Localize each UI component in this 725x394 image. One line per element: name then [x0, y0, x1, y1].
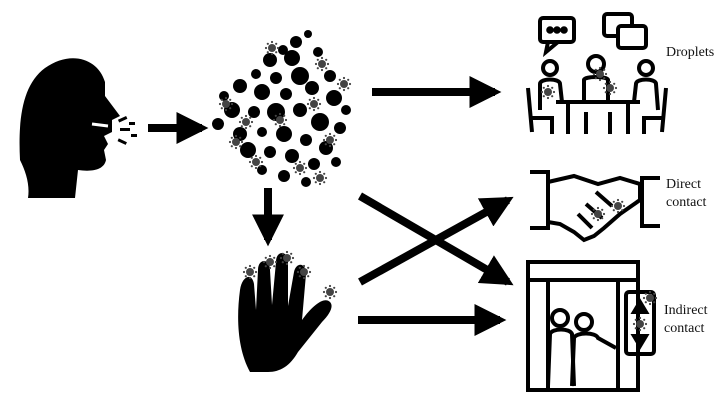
contaminated-hand-icon: [238, 251, 337, 372]
label-droplets: Droplets: [666, 44, 714, 62]
handshake-icon: [530, 172, 660, 240]
label-direct-line1: Direct: [666, 176, 706, 194]
label-indirect-line2: contact: [664, 320, 708, 338]
label-direct-contact: Direct contact: [666, 176, 706, 212]
elevator-people-icon: [528, 262, 654, 390]
label-indirect-line1: Indirect: [664, 302, 708, 320]
droplet-virus-cluster: [541, 67, 617, 99]
label-indirect-contact: Indirect contact: [664, 302, 708, 338]
label-direct-line2: contact: [666, 194, 706, 212]
coughing-head-icon: [20, 58, 137, 198]
virus-droplet-cloud-icon: [212, 30, 351, 187]
